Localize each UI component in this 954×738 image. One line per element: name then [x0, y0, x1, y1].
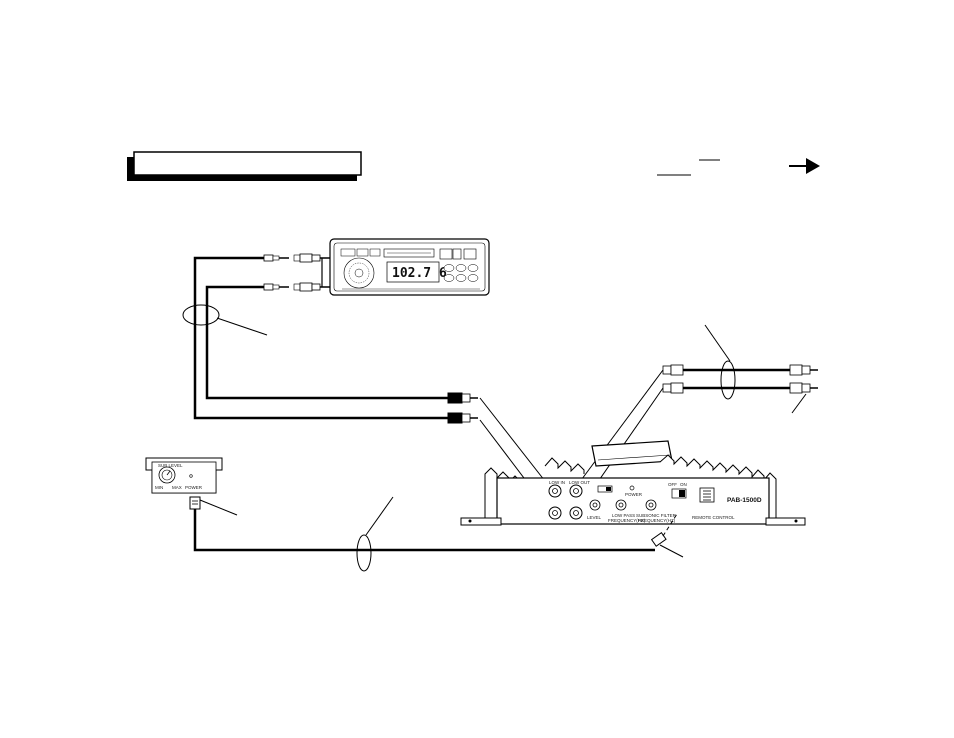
title-box — [127, 151, 362, 181]
amp-label-on: ON — [680, 482, 687, 487]
remote-cable — [189, 496, 684, 558]
remote-power: POWER — [185, 485, 203, 490]
amp-label-power: POWER — [625, 492, 643, 497]
remote-title: SUB LEVEL — [158, 463, 183, 468]
amp-label-off: OFF — [668, 482, 677, 487]
amplifier: LOW IN LOW OUT POWER LEVEL LOW PASS FREQ… — [460, 440, 806, 526]
rca-cable-callout — [182, 304, 268, 336]
remote-level-control: SUB LEVEL MIN MAX POWER — [145, 457, 223, 494]
rca-cable-pair — [193, 256, 448, 420]
amp-label-level: LEVEL — [587, 515, 602, 520]
amp-label-subsonic-sub: FREQUENCY(HZ) — [638, 518, 676, 523]
head-unit: 102.7 6 — [329, 238, 490, 296]
remote-min: MIN — [155, 485, 163, 490]
remote-cable-callout — [356, 496, 394, 572]
head-unit-rca-outputs — [263, 253, 330, 292]
low-out-cable-callout — [704, 324, 807, 414]
amp-label-low-pass: LOW PASS — [612, 513, 635, 518]
amp-label-remote: REMOTE CONTROL — [692, 515, 735, 520]
arrow-right-icon — [789, 158, 820, 174]
amp-label-subsonic: SUBSONIC FILTER — [636, 513, 677, 518]
amp-label-low-out: LOW OUT — [569, 480, 590, 485]
remote-max: MAX — [172, 485, 182, 490]
low-out-rca-cables — [575, 364, 818, 513]
head-unit-display: 102.7 6 — [392, 266, 447, 281]
amp-model: PAB-1500D — [727, 497, 762, 504]
amp-label-low-in: LOW IN — [549, 480, 565, 485]
amp-label-low-pass-sub: FREQUENCY(HZ) — [608, 518, 646, 523]
amp-end-rca-plugs — [447, 392, 478, 424]
page-marker — [657, 158, 820, 176]
